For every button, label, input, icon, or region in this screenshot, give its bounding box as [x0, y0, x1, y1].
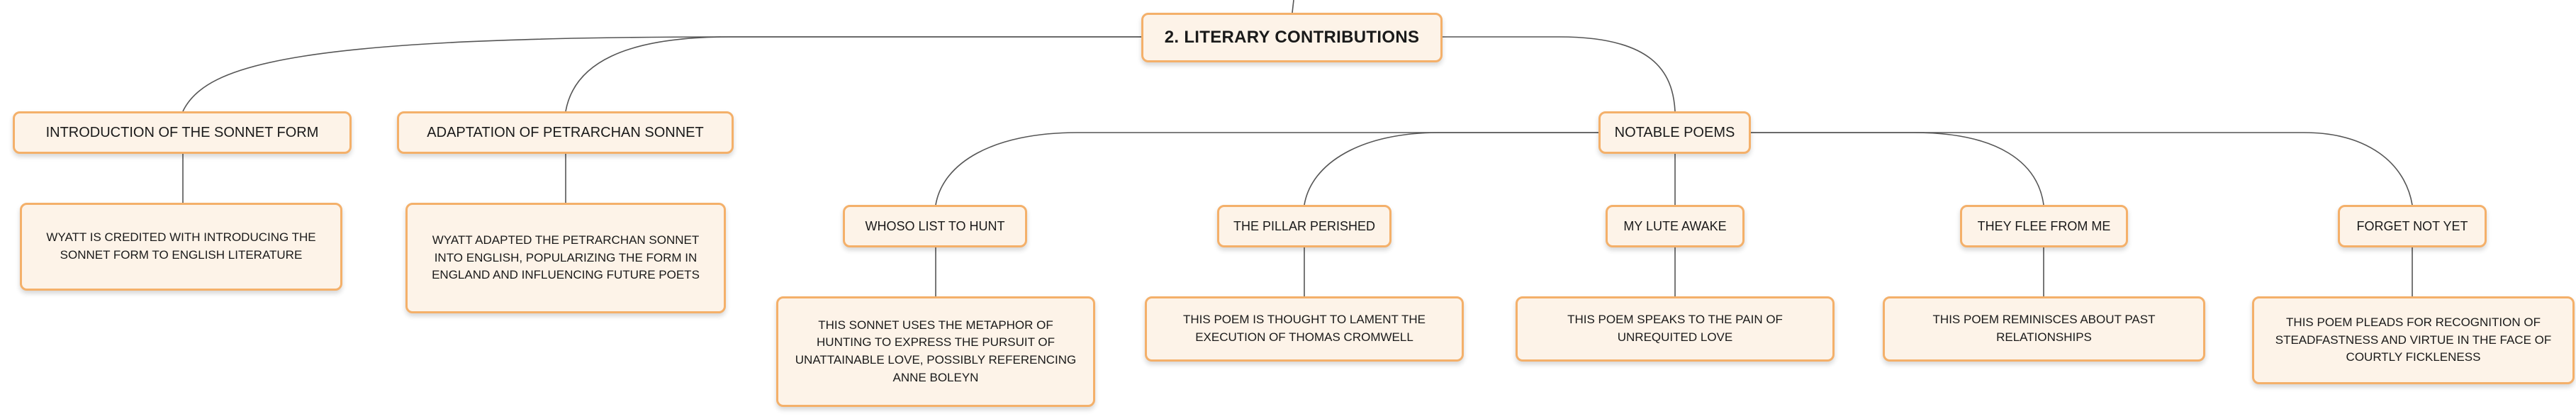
- connector-notable-forget: [1751, 132, 2413, 206]
- poem-detail-whoso-list-to-hunt[interactable]: THIS SONNET USES THE METAPHOR OF HUNTING…: [776, 296, 1095, 407]
- poem-detail-my-lute-awake[interactable]: THIS POEM SPEAKS TO THE PAIN OF UNREQUIT…: [1516, 296, 1835, 362]
- connector-notable-whoso: [935, 132, 1598, 206]
- poem-detail-forget-not-yet[interactable]: THIS POEM PLEADS FOR RECOGNITION OF STEA…: [2252, 296, 2575, 384]
- connector-notable-pillar: [1304, 132, 1598, 206]
- branch-node-intro[interactable]: INTRODUCTION OF THE SONNET FORM: [13, 111, 352, 154]
- poem-node-forget-not-yet[interactable]: FORGET NOT YET: [2338, 205, 2487, 247]
- branch-node-petrarchan[interactable]: ADAPTATION OF PETRARCHAN SONNET: [397, 111, 734, 154]
- poem-node-they-flee-from-me[interactable]: THEY FLEE FROM ME: [1960, 205, 2128, 247]
- connector-root-intro: [182, 36, 1141, 112]
- poem-detail-they-flee-from-me[interactable]: THIS POEM REMINISCES ABOUT PAST RELATION…: [1883, 296, 2205, 362]
- root-node[interactable]: 2. LITERARY CONTRIBUTIONS: [1141, 13, 1443, 62]
- detail-node-petrarchan[interactable]: WYATT ADAPTED THE PETRARCHAN SONNET INTO…: [405, 203, 726, 313]
- poem-node-my-lute-awake[interactable]: MY LUTE AWAKE: [1606, 205, 1745, 247]
- connector-root-notable: [1443, 36, 1676, 112]
- detail-node-intro[interactable]: WYATT IS CREDITED WITH INTRODUCING THE S…: [20, 203, 342, 291]
- connector-root-petrarchan: [565, 36, 1141, 112]
- poem-node-whoso-list-to-hunt[interactable]: WHOSO LIST TO HUNT: [843, 205, 1027, 247]
- poem-node-the-pillar-perished[interactable]: THE PILLAR PERISHED: [1217, 205, 1391, 247]
- connector-parent-root: [1292, 0, 1294, 13]
- branch-node-notable-poems[interactable]: NOTABLE POEMS: [1598, 111, 1751, 154]
- poem-detail-the-pillar-perished[interactable]: THIS POEM IS THOUGHT TO LAMENT THE EXECU…: [1145, 296, 1464, 362]
- connector-notable-flee: [1751, 132, 2044, 206]
